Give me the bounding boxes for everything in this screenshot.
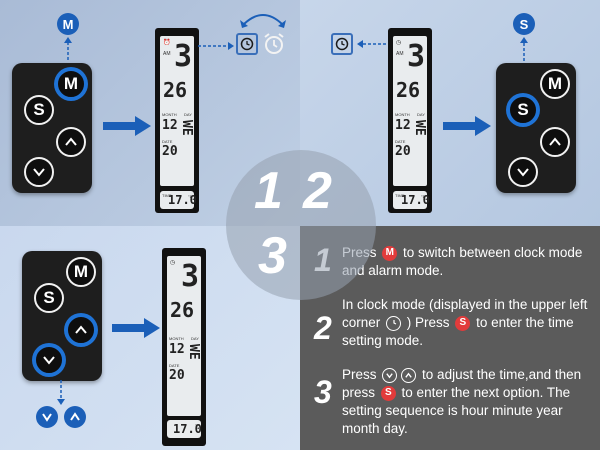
swap-arrow-icon: [240, 14, 286, 28]
m-button-2[interactable]: M: [540, 69, 570, 99]
clock-icon: [240, 37, 254, 51]
temp-screen-2: TIME 17.0 °F: [393, 191, 430, 209]
s-badge-icon: S: [455, 315, 471, 331]
center-step-circle: [226, 150, 376, 300]
down-chevron-icon: [382, 367, 398, 383]
s-badge-icon-2: S: [380, 385, 396, 401]
center-number-3: 3: [258, 227, 287, 285]
down-button-3[interactable]: [34, 345, 64, 375]
temp-screen-3: 17.0 °F: [167, 420, 202, 438]
clock-mode-box-2: [331, 33, 353, 55]
clock-indicator-icon: ◷: [396, 40, 402, 46]
s-button-3[interactable]: S: [34, 283, 64, 313]
badge-m: M: [57, 13, 79, 35]
step-2: 2 In clock mode (displayed in the upper …: [314, 297, 588, 348]
center-number-2: 2: [303, 162, 332, 220]
down-chevron-icon: [43, 356, 55, 365]
right-arrow-icon: [103, 116, 151, 136]
panel-step-2: ◷ AM 3 26 MONTH DAY 12 DATE 20 WE TIME 1…: [300, 0, 600, 226]
up-chevron-icon: [401, 367, 417, 383]
down-chevron-icon: [517, 168, 529, 177]
clock-icon: [335, 37, 349, 51]
up-button-2[interactable]: [540, 127, 570, 157]
badge-s: S: [513, 13, 535, 35]
clock-device-2: ◷ AM 3 26 MONTH DAY 12 DATE 20 WE TIME 1…: [388, 28, 432, 213]
clock-device: ⏰ AM 3 26 MONTH DAY 12 DATE 20 WE TIME 1…: [155, 28, 199, 213]
badge-up: [64, 406, 86, 428]
down-chevron-icon: [33, 168, 45, 177]
s-button-2[interactable]: S: [508, 95, 538, 125]
alarm-indicator-icon: ⏰: [163, 40, 171, 46]
badge-down: [36, 406, 58, 428]
right-arrow-icon-2: [443, 116, 491, 136]
alarm-clock-icon: [264, 33, 284, 54]
center-number-1: 1: [254, 162, 283, 220]
step-3: 3 Press to adjust the time,and then pres…: [314, 367, 582, 436]
up-button[interactable]: [56, 127, 86, 157]
up-chevron-icon: [70, 412, 80, 421]
temp-screen: TIME 17.0 °F: [160, 191, 197, 209]
down-button-2[interactable]: [508, 157, 538, 187]
up-chevron-icon: [75, 325, 87, 334]
lcd-screen-3: ◷ 3 26 MONTH DAY 12 DATE 20 WE: [167, 256, 201, 416]
clock-mode-box: [236, 33, 258, 55]
clock-device-3: ◷ 3 26 MONTH DAY 12 DATE 20 WE 17.0 °F: [162, 248, 206, 446]
down-arrow-icon: [57, 380, 65, 405]
m-button[interactable]: M: [56, 69, 86, 99]
up-chevron-icon: [549, 137, 561, 146]
lcd-screen-2: ◷ AM 3 26 MONTH DAY 12 DATE 20 WE: [393, 36, 427, 186]
s-button[interactable]: S: [24, 95, 54, 125]
instructions-panel: 1 Press M to switch between clock mode a…: [300, 226, 600, 450]
dashed-left-arrow-icon: [198, 42, 234, 50]
m-badge-icon: M: [382, 245, 398, 261]
up-arrow-icon: [64, 37, 72, 60]
m-button-3[interactable]: M: [66, 257, 96, 287]
clock-indicator-icon: ◷: [170, 260, 176, 266]
remote-control: M S: [12, 63, 92, 193]
down-chevron-icon: [42, 413, 52, 422]
dashed-left-arrow-icon-2: [357, 40, 389, 48]
up-button-3[interactable]: [66, 315, 96, 345]
lcd-screen: ⏰ AM 3 26 MONTH DAY 12 DATE 20 WE: [160, 36, 194, 186]
remote-control-2: M S: [496, 63, 576, 193]
down-button[interactable]: [24, 157, 54, 187]
right-arrow-icon-3: [112, 318, 160, 338]
panel-step-1: M M S ⏰ AM 3 26 MONTH DAY 12 DATE 20 WE …: [0, 0, 300, 226]
up-chevron-icon: [65, 137, 77, 146]
remote-control-3: M S: [22, 251, 102, 381]
clock-icon: [386, 315, 402, 331]
panel-step-3: M S ◷ 3 26 MONTH DAY 12 DATE 20 WE 17.0 …: [0, 226, 300, 450]
